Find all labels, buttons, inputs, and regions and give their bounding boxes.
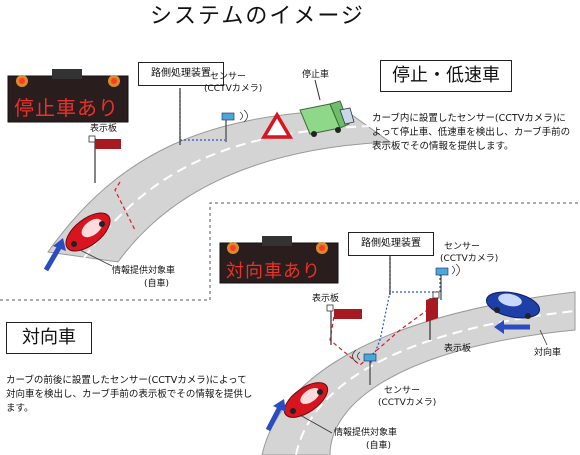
bottom-road xyxy=(261,291,576,455)
bottom-right-display-board xyxy=(426,291,440,340)
bottom-led-sign-text: 対向車あり xyxy=(226,261,321,282)
bottom-display-board-left-label: 表示板 xyxy=(312,294,340,304)
top-roadside-unit-box: 路側処理装置 xyxy=(138,62,224,86)
bottom-red-dashed-wire xyxy=(329,307,431,366)
bottom-sensor-camera-bottom xyxy=(352,349,377,385)
top-display-board-label: 表示板 xyxy=(90,124,118,134)
oncoming-pointer xyxy=(539,329,548,346)
top-sensor-camera xyxy=(221,109,248,142)
bottom-sensor-sub-top: (CCTVカメラ) xyxy=(440,254,499,264)
top-target-vehicle-label: 情報提供対象車 xyxy=(112,266,176,276)
section-divider xyxy=(0,202,580,301)
top-section-description: カーブ内に設置したセンサー(CCTVカメラ)によって停止車、低速車を検出し、カー… xyxy=(372,113,571,152)
warning-triangle xyxy=(260,111,294,139)
bottom-sensor-sub-bottom: (CCTVカメラ) xyxy=(378,398,437,408)
top-target-vehicle-sub: (自車) xyxy=(144,279,170,289)
top-red-dashed-wire xyxy=(114,181,136,231)
bottom-section-description: カーブの前後に設置したセンサー(CCTVカメラ)によって対向車を検出し、カーブ手… xyxy=(6,375,253,414)
top-target-car xyxy=(65,212,111,252)
bottom-target-vehicle-sub: (自車) xyxy=(366,441,392,451)
oncoming-vehicle-label: 対向車 xyxy=(534,348,562,358)
bottom-target-pointer xyxy=(299,414,333,434)
bottom-sensor-camera-top xyxy=(435,263,460,300)
top-direction-arrow xyxy=(43,238,66,272)
bottom-target-vehicle-label: 情報提供対象車 xyxy=(334,428,398,438)
top-sensor-label: センサー xyxy=(210,72,247,82)
top-sensor-sub: (CCTVカメラ) xyxy=(204,84,263,94)
bottom-target-car xyxy=(283,382,329,418)
page-title: システムのイメージ xyxy=(150,4,365,29)
bottom-left-display-board xyxy=(326,304,362,345)
bottom-led-sign xyxy=(219,236,339,284)
oncoming-direction-arrow xyxy=(494,320,530,334)
bottom-sensor-label-top: センサー xyxy=(444,242,481,252)
top-section-heading: 停止・低速車 xyxy=(380,60,512,92)
top-target-pointer xyxy=(79,249,113,267)
bottom-section-heading: 対向車 xyxy=(6,322,92,354)
top-led-sign xyxy=(7,69,129,123)
bottom-roadside-unit-box: 路側処理装置 xyxy=(348,232,434,256)
bottom-display-board-right-label: 表示板 xyxy=(444,344,472,354)
bottom-direction-arrow xyxy=(265,399,286,432)
stopped-vehicle-label: 停止車 xyxy=(302,70,330,80)
top-led-sign-text: 停止車あり xyxy=(14,96,119,120)
bottom-sensor-label-bottom: センサー xyxy=(384,386,421,396)
top-display-board xyxy=(88,135,121,183)
oncoming-car xyxy=(485,291,541,319)
stopped-truck xyxy=(299,79,355,137)
